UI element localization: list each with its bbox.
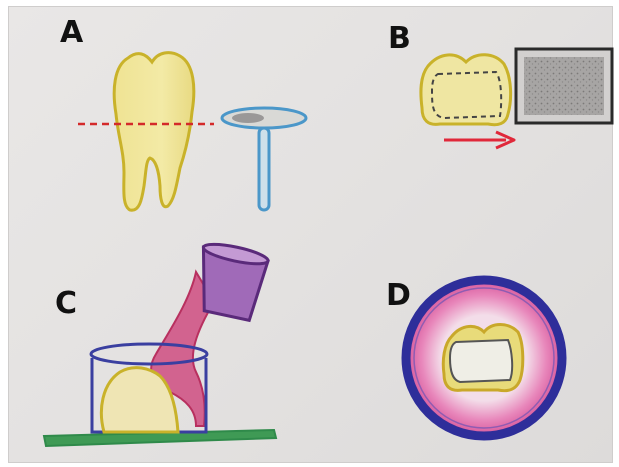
tooth-slice — [421, 55, 511, 125]
panel-d-letter: D — [386, 278, 411, 313]
pulp-chamber — [450, 340, 512, 382]
panel-b-letter: B — [388, 21, 411, 56]
direction-arrow — [444, 132, 514, 148]
grinding-surface — [524, 57, 604, 115]
panel-c: C — [44, 240, 276, 446]
panel-a-letter: A — [60, 15, 84, 50]
panel-b: B — [388, 21, 612, 148]
panel-d: D — [386, 278, 562, 436]
panel-a: A — [60, 15, 306, 210]
panel-c-letter: C — [55, 286, 77, 321]
tooth-illustration — [114, 53, 194, 211]
sample-holder-pin — [222, 108, 306, 210]
